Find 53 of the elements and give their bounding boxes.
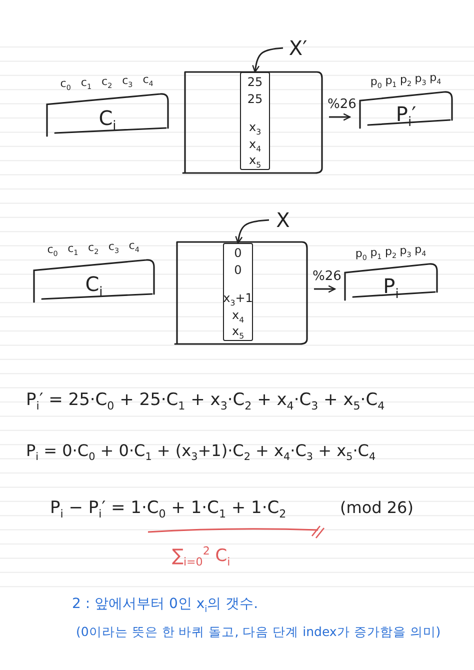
element-label: c$_{0}$ bbox=[60, 78, 71, 89]
cell-value: 0 bbox=[234, 264, 242, 276]
arrow bbox=[252, 47, 284, 73]
cell-value: x$_{4}$ bbox=[248, 138, 262, 150]
element-label: c$_{4}$ bbox=[128, 240, 140, 252]
element-label: p$_{3}$ bbox=[414, 73, 426, 84]
frame-box bbox=[175, 240, 308, 345]
element-label: c$_{0}$ bbox=[47, 244, 58, 255]
element-label: p$_{2}$ bbox=[385, 246, 397, 257]
cell-value: 25 bbox=[247, 92, 263, 104]
value-column bbox=[240, 72, 270, 170]
element-label: p$_{0}$ bbox=[355, 248, 367, 259]
element-label: c$_{1}$ bbox=[68, 242, 78, 254]
cell-value: 25 bbox=[247, 76, 263, 88]
equation: P$_{i}$ = 0·C$_{0}$ + 0·C$_{1}$ + (x$_{3}$+1)·C$_{2}$ + x$_{4}$·C$_{3}$ + x$_{5}$·C$_{4}$ bbox=[26, 443, 376, 459]
element-label: p$_{2}$ bbox=[400, 74, 412, 85]
sum-note: ∑$_{i=0}$$^{2}$ C$_{i}$ bbox=[172, 548, 230, 565]
frame-box bbox=[183, 70, 323, 174]
note-text: 2 : 앞에서부터 0인 x$_{i}$의 갯수. bbox=[72, 597, 258, 611]
element-label: c$_{4}$ bbox=[142, 74, 154, 86]
note-text: (0이라는 뜻은 한 바퀴 돌고, 다음 단계 index가 증가함을 의미) bbox=[76, 626, 441, 638]
edge-label: %26 bbox=[312, 270, 342, 283]
cell-value: x$_{5}$ bbox=[232, 325, 244, 337]
modulus-note: (mod 26) bbox=[340, 500, 414, 516]
slanted-box bbox=[358, 90, 454, 128]
equation: P$_{i}$ − P$_{i}$′ = 1·C$_{0}$ + 1·C$_{1}$ + 1·C$_{2}$ bbox=[50, 500, 286, 517]
element-label: p$_{4}$ bbox=[430, 72, 442, 84]
variable-label: X bbox=[270, 208, 296, 232]
arrow bbox=[235, 219, 270, 244]
arrow bbox=[314, 285, 336, 293]
cell-value: x$_{3}$+1 bbox=[223, 292, 253, 304]
element-label: c$_{3}$ bbox=[108, 241, 119, 252]
cell-value: x$_{5}$ bbox=[248, 154, 262, 166]
slanted-box bbox=[45, 92, 170, 136]
element-label: c$_{2}$ bbox=[88, 242, 99, 253]
element-label: c$_{3}$ bbox=[122, 75, 133, 86]
value-column bbox=[223, 243, 253, 341]
equation: P$_{i}$′ = 25·C$_{0}$ + 25·C$_{1}$ + x$_{3}$·C$_{2}$ + x$_{4}$·C$_{3}$ + x$_{5}$·C$_{4}$ bbox=[26, 392, 385, 409]
element-label: p$_{0}$ bbox=[370, 76, 382, 87]
variable-label: X′ bbox=[284, 36, 312, 60]
element-label: c$_{2}$ bbox=[102, 76, 112, 87]
cell-value: 0 bbox=[234, 247, 242, 259]
slanted-box bbox=[32, 258, 156, 302]
element-label: p$_{1}$ bbox=[370, 246, 382, 258]
slanted-box bbox=[343, 262, 439, 300]
element-label: p$_{1}$ bbox=[385, 74, 397, 86]
cell-value: x$_{4}$ bbox=[232, 308, 244, 320]
cell-value: x$_{3}$ bbox=[248, 121, 262, 133]
edge-label: %26 bbox=[328, 98, 356, 111]
element-label: p$_{4}$ bbox=[414, 244, 426, 256]
arrow bbox=[329, 113, 351, 121]
element-label: p$_{3}$ bbox=[400, 245, 412, 256]
element-label: c$_{1}$ bbox=[80, 76, 92, 88]
